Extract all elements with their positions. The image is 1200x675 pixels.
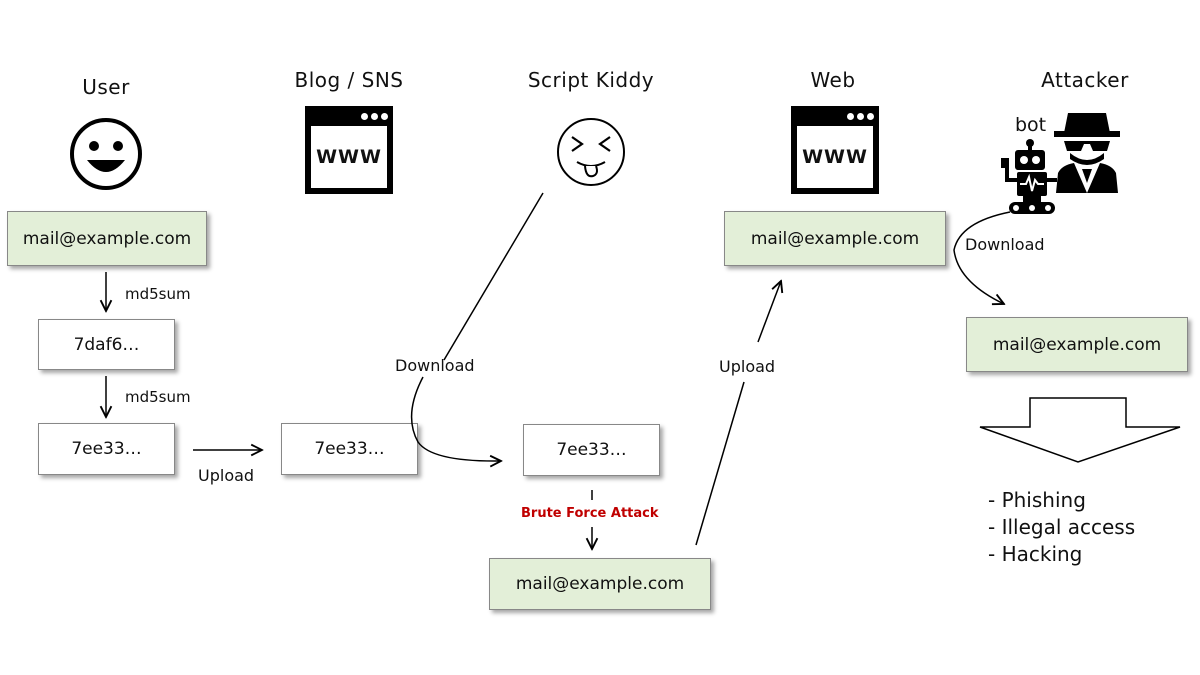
md5sum-label: md5sum bbox=[125, 388, 191, 406]
upload-label: Upload bbox=[198, 466, 255, 485]
upload-arrow-2 bbox=[695, 381, 745, 546]
threat-item: - Phishing bbox=[988, 488, 1086, 512]
download-line-1 bbox=[443, 192, 544, 361]
www-text: WWW bbox=[316, 146, 382, 168]
download-arrow-1 bbox=[410, 376, 501, 461]
browser-window-icon: WWW bbox=[305, 106, 393, 194]
threat-list: - Phishing - Illegal access - Hacking bbox=[988, 487, 1135, 568]
mischievous-face-icon bbox=[557, 118, 625, 186]
www-text: WWW bbox=[802, 146, 868, 168]
hacker-spy-icon bbox=[1054, 113, 1120, 193]
hash-box-2: 7ee33… bbox=[38, 423, 175, 475]
web-email-box: mail@example.com bbox=[724, 211, 946, 266]
download-label: Download bbox=[395, 356, 475, 375]
threat-item: - Hacking bbox=[988, 542, 1083, 566]
browser-window-icon: WWW bbox=[791, 106, 879, 194]
smiley-face-icon bbox=[70, 118, 142, 190]
download-arrow-2 bbox=[953, 211, 1011, 304]
attacker-email-box: mail@example.com bbox=[966, 317, 1188, 372]
upload-label: Upload bbox=[719, 357, 776, 376]
down-arrow-shape bbox=[979, 397, 1181, 463]
md5sum-label: md5sum bbox=[125, 285, 191, 303]
cracked-email-box: mail@example.com bbox=[489, 558, 711, 610]
download-label: Download bbox=[965, 235, 1045, 254]
bot-label: bot bbox=[1015, 114, 1047, 136]
actor-attacker: Attacker bbox=[1041, 68, 1129, 92]
user-email-box: mail@example.com bbox=[7, 211, 207, 266]
kiddy-hash-box: 7ee33… bbox=[523, 424, 660, 476]
upload-arrow-2-head bbox=[757, 281, 781, 343]
blog-hash-box: 7ee33… bbox=[281, 423, 418, 475]
actor-script-kiddy: Script Kiddy bbox=[527, 68, 655, 92]
robot-bot-icon bbox=[1001, 139, 1057, 214]
actor-web: Web bbox=[810, 68, 856, 92]
actor-blog-sns: Blog / SNS bbox=[294, 68, 404, 92]
actor-user: User bbox=[82, 75, 130, 99]
threat-item: - Illegal access bbox=[988, 515, 1136, 539]
brute-force-label: Brute Force Attack bbox=[521, 506, 659, 521]
hash-box-1: 7daf6… bbox=[38, 319, 175, 370]
